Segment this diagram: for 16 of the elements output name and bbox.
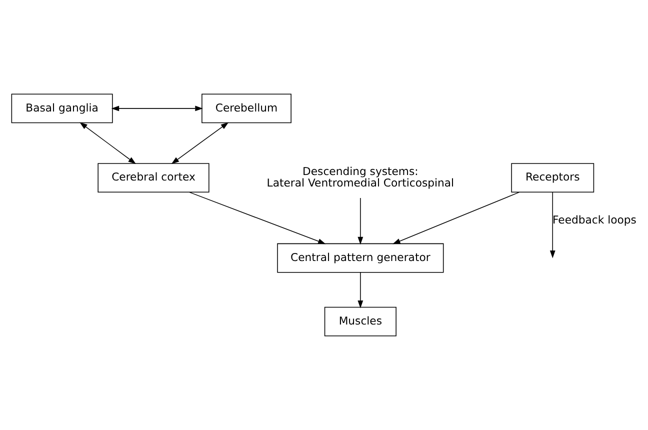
node-text: Descending systems: Lateral Ventromedial Corticospinal <box>266 164 454 190</box>
node-box: Cerebral cortex <box>98 163 210 193</box>
arrow <box>358 272 364 308</box>
node-box: Muscles <box>324 306 396 336</box>
arrow <box>111 106 203 112</box>
arrow <box>358 198 364 245</box>
arrow <box>80 122 136 164</box>
node-box: Cerebellum <box>202 94 292 124</box>
arrow <box>188 192 326 244</box>
arrow <box>550 192 556 258</box>
node-box: Receptors <box>511 163 594 193</box>
arrow <box>392 192 520 244</box>
arrow <box>171 122 229 164</box>
edge-label: Feedback loops <box>552 214 636 227</box>
node-box: Central pattern generator <box>277 243 444 273</box>
node-box: Basal ganglia <box>11 94 113 124</box>
